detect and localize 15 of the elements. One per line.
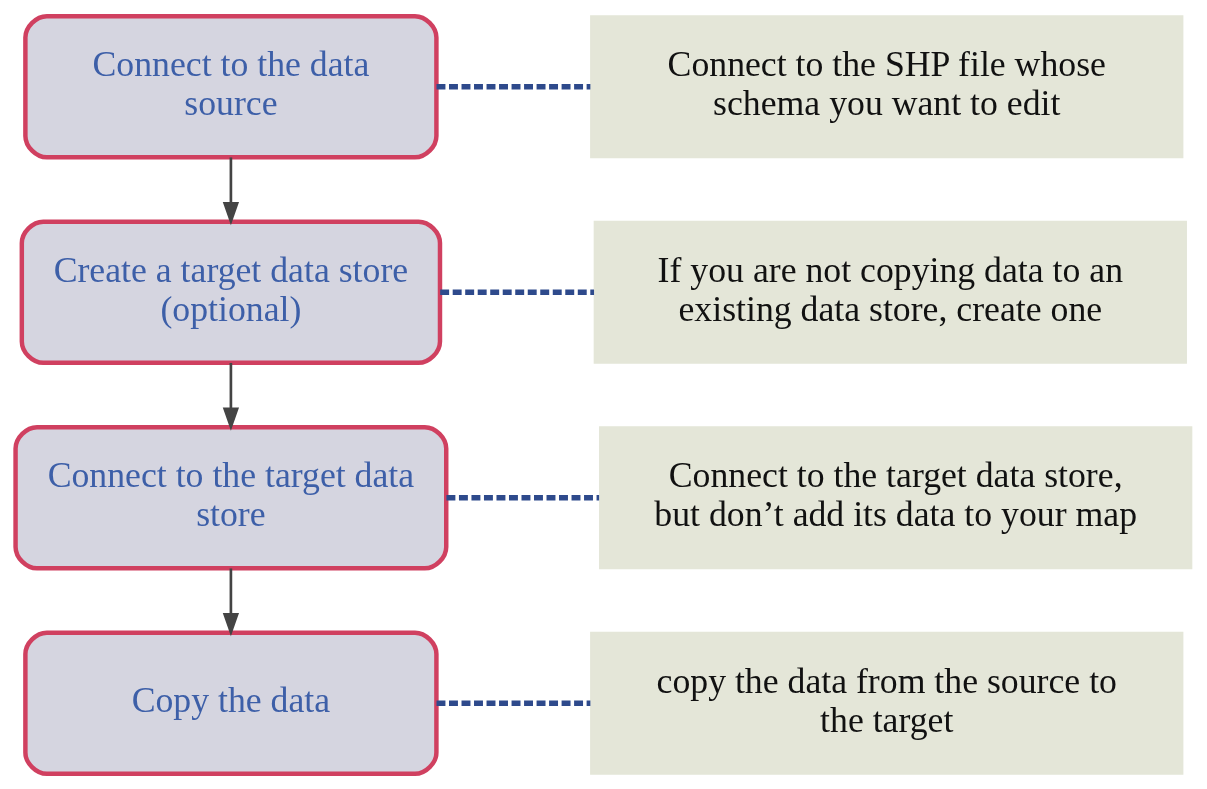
connector — [436, 83, 591, 89]
node-box: Connect to the target data store — [13, 424, 449, 571]
connector — [436, 700, 591, 706]
node-box: Connect to the SHP file whose schema you want to edit — [590, 14, 1184, 158]
node-box: Copy the data — [23, 629, 439, 776]
connector — [440, 289, 595, 295]
connector — [446, 494, 600, 500]
node-box: Connect to the target data store, but don’t add its data to your map — [599, 425, 1193, 569]
node-box: copy the data from the source to the target — [590, 631, 1184, 775]
node-box: Connect to the data source — [23, 13, 439, 160]
arrow — [222, 156, 240, 225]
arrow — [222, 362, 240, 431]
arrow — [222, 567, 240, 636]
node-box: If you are not copying data to an existing data store, create one — [593, 220, 1187, 364]
node-box: Create a target data store (optional) — [19, 218, 443, 365]
